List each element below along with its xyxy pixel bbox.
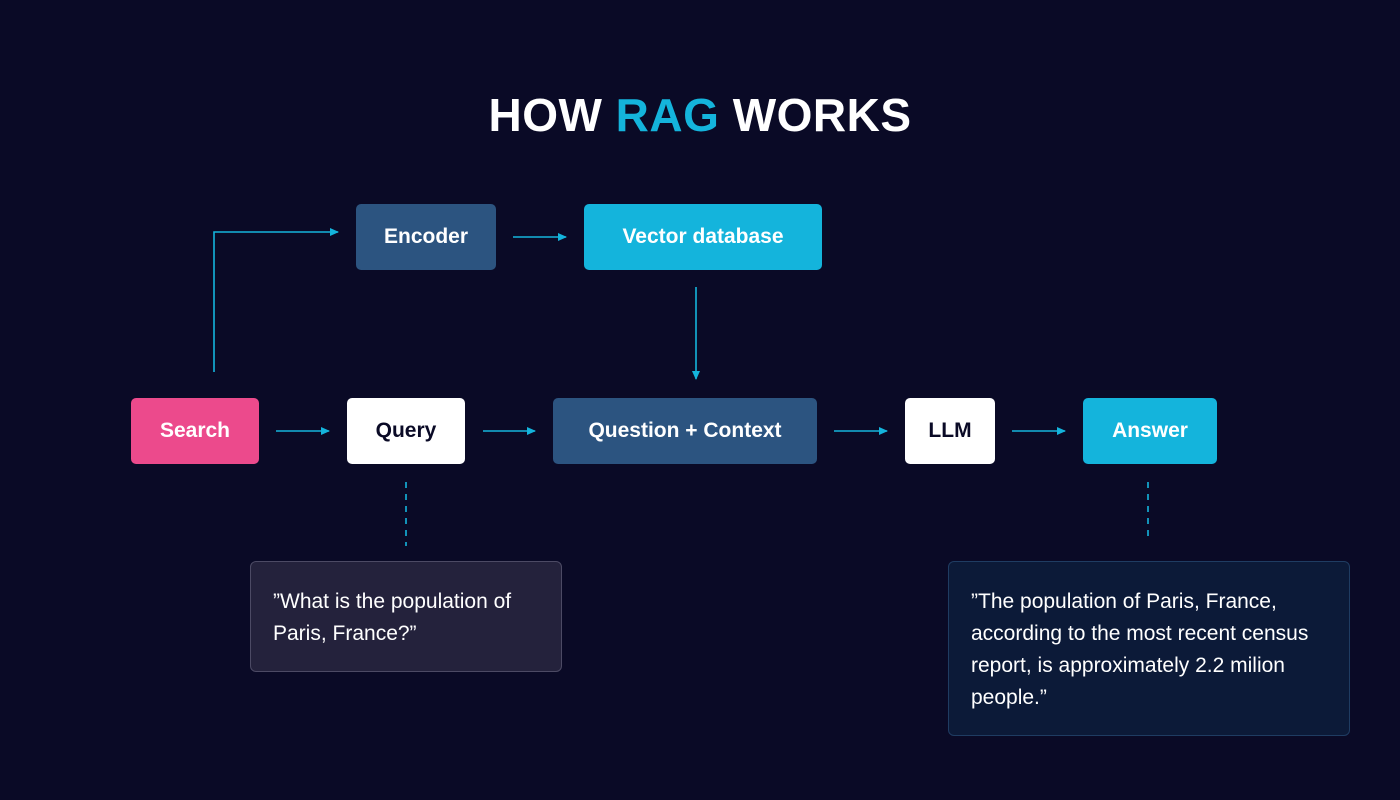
llm-node: LLM [905,398,995,464]
question-quote-box: ”What is the population of Paris, France… [250,561,562,672]
encoder-node: Encoder [356,204,496,270]
query-node: Query [347,398,465,464]
question-context-node: Question + Context [553,398,817,464]
title-prefix: HOW [488,89,603,141]
page-title: HOW RAG WORKS [0,88,1400,142]
search-node: Search [131,398,259,464]
answer-node: Answer [1083,398,1217,464]
title-suffix: WORKS [732,89,912,141]
title-accent: RAG [615,89,720,141]
arrow-search-to-encoder [213,228,339,372]
vector-database-node: Vector database [584,204,822,270]
answer-quote-box: ”The population of Paris, France, accord… [948,561,1350,736]
